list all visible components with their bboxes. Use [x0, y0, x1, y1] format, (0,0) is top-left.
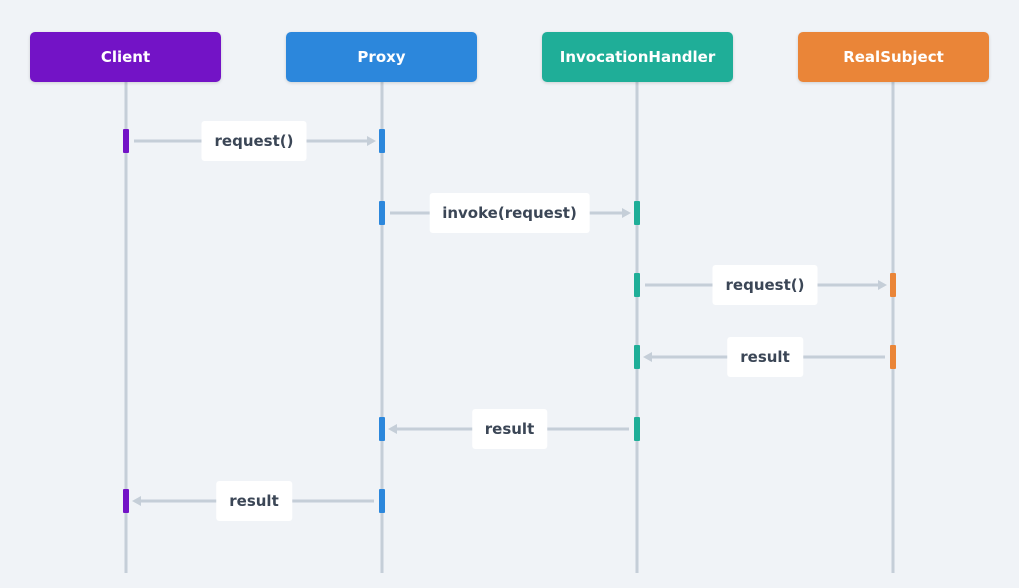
message-label: result	[471, 409, 548, 449]
activation-bar-proxy	[379, 417, 385, 441]
activation-bar-handler	[634, 201, 640, 225]
participant-proxy: Proxy	[286, 32, 477, 82]
message-label: result	[727, 337, 803, 377]
message-label: invoke(request)	[429, 193, 590, 233]
participant-client: Client	[30, 32, 221, 82]
arrow-head-icon	[643, 352, 652, 362]
participant-label: InvocationHandler	[559, 48, 716, 66]
activation-bar-client	[123, 129, 129, 153]
activation-bar-real	[890, 345, 896, 369]
participant-label: Proxy	[357, 48, 406, 66]
message-label: result	[216, 481, 292, 521]
message-label: request()	[712, 265, 818, 305]
activation-bar-handler	[634, 345, 640, 369]
activation-bar-handler	[634, 417, 640, 441]
arrow-head-icon	[367, 136, 376, 146]
arrow-head-icon	[878, 280, 887, 290]
participant-invocation-handler: InvocationHandler	[542, 32, 733, 82]
activation-bar-handler	[634, 273, 640, 297]
participant-real-subject: RealSubject	[798, 32, 989, 82]
participant-label: RealSubject	[843, 48, 944, 66]
activation-bar-client	[123, 489, 129, 513]
arrow-head-icon	[622, 208, 631, 218]
arrow-head-icon	[388, 424, 397, 434]
message-label: request()	[201, 121, 307, 161]
activation-bar-proxy	[379, 489, 385, 513]
activation-bar-proxy	[379, 201, 385, 225]
activation-bar-real	[890, 273, 896, 297]
activation-bar-proxy	[379, 129, 385, 153]
arrow-head-icon	[132, 496, 141, 506]
participant-label: Client	[100, 48, 151, 66]
